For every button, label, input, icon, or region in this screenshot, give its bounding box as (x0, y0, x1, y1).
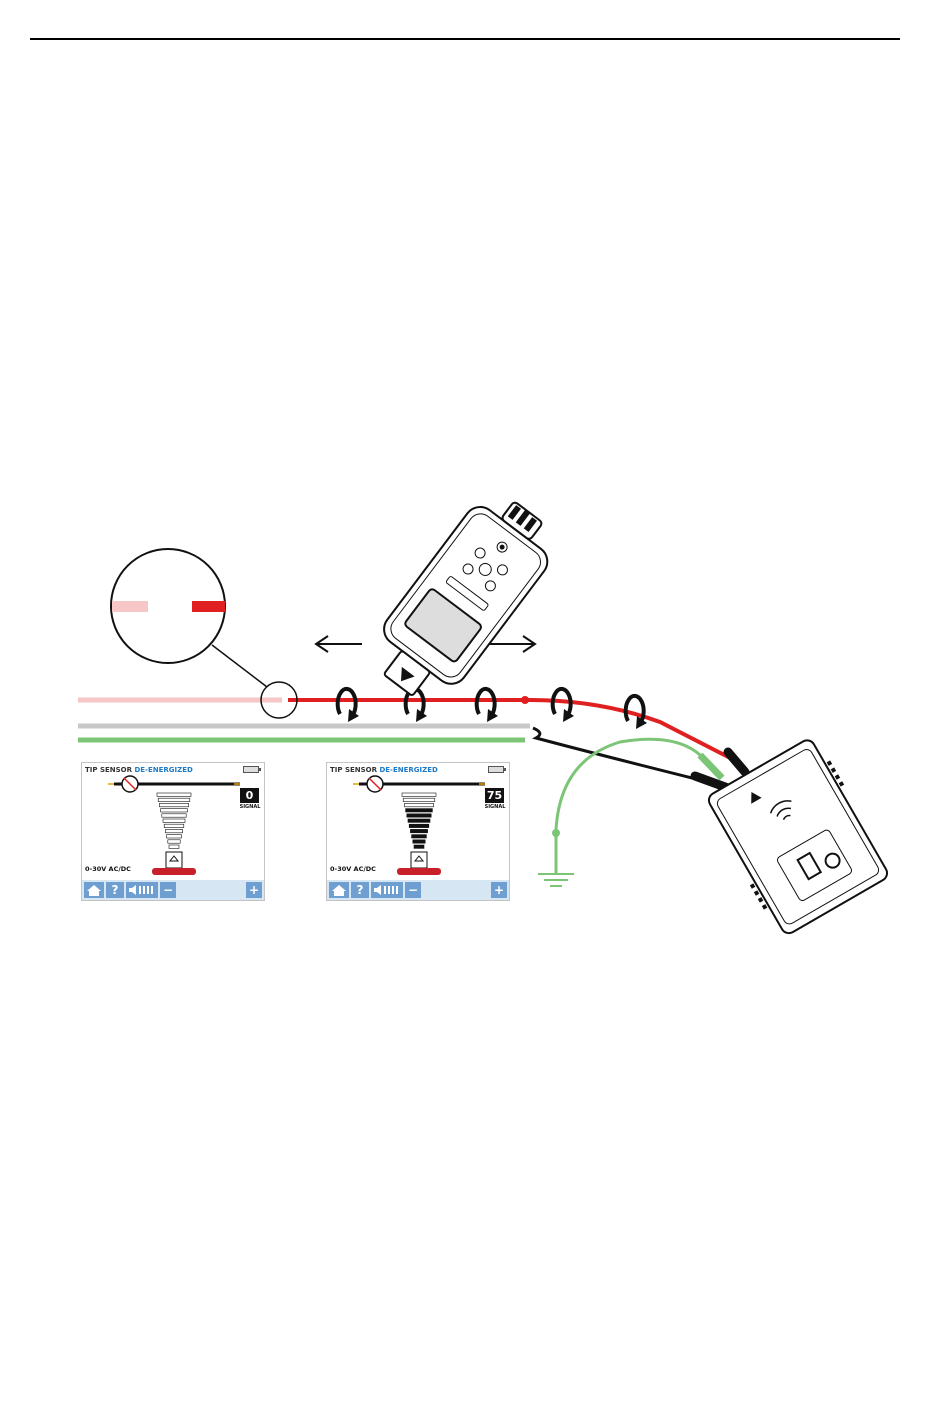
volume-button[interactable] (371, 882, 403, 898)
tracing-signal-markers (338, 689, 647, 729)
signal-bar (169, 845, 179, 848)
tracing-signal-icon (477, 689, 498, 722)
zoom-live-wire (192, 601, 225, 612)
home-button[interactable] (84, 882, 104, 898)
receiver-device (360, 483, 567, 714)
sensor-base (152, 868, 196, 875)
zoom-leader-line (212, 645, 267, 687)
transmitter-device (701, 734, 895, 939)
zoom-faded-wire (112, 601, 148, 612)
screen-toolbar: ? − + (327, 880, 509, 900)
screen-toolbar: ? − + (82, 880, 264, 900)
black-lead (533, 728, 700, 780)
tracing-signal-icon (553, 689, 574, 722)
home-button[interactable] (329, 882, 349, 898)
signal-bar (168, 840, 180, 843)
home-icon (329, 882, 349, 898)
plus-button[interactable]: + (246, 882, 262, 898)
ground-dot (552, 829, 560, 837)
minus-button[interactable]: − (405, 882, 421, 898)
signal-bar (159, 803, 188, 806)
ground-lead (556, 739, 712, 875)
receiver-screen-idle: TIP SENSOR DE-ENERGIZED 0 SIGNAL 0-30V A… (81, 762, 265, 901)
signal-bar (403, 798, 435, 801)
signal-cone (157, 793, 191, 848)
signal-bar (162, 814, 186, 817)
junction-dot (521, 696, 529, 704)
sensor-graphic (327, 763, 509, 880)
signal-bar (158, 798, 190, 801)
signal-bar (161, 809, 188, 812)
speaker-icon (371, 882, 403, 898)
voltage-range: 0-30V AC/DC (330, 865, 376, 873)
help-button[interactable]: ? (351, 882, 369, 898)
move-right-arrow-icon (488, 636, 535, 652)
signal-value: 75 (485, 788, 504, 803)
signal-cone (402, 793, 436, 848)
ground-symbol-icon (538, 862, 574, 886)
volume-button[interactable] (126, 882, 158, 898)
signal-bar (409, 824, 429, 827)
black-lead-clip (695, 776, 728, 788)
signal-bar (412, 835, 427, 838)
signal-bar (404, 803, 433, 806)
signal-bar (408, 819, 430, 822)
receiver-screen-signal: TIP SENSOR DE-ENERGIZED 75 SIGNAL 0-30V … (326, 762, 510, 901)
signal-label: SIGNAL (237, 804, 263, 810)
signal-bar (402, 793, 436, 796)
signal-bar (165, 829, 182, 832)
signal-bar (164, 824, 184, 827)
sensor-graphic (82, 763, 264, 880)
minus-button[interactable]: − (160, 882, 176, 898)
magnifier-callout (111, 549, 297, 718)
speaker-icon (126, 882, 158, 898)
tracing-signal-icon (338, 689, 359, 722)
signal-bar (167, 835, 182, 838)
red-lead-clip (728, 752, 745, 772)
move-left-arrow-icon (316, 636, 362, 652)
signal-bar (410, 829, 427, 832)
signal-bar (163, 819, 185, 822)
signal-bar (407, 814, 431, 817)
help-button[interactable]: ? (106, 882, 124, 898)
signal-value: 0 (240, 788, 259, 803)
signal-bar (413, 840, 425, 843)
sensor-base (397, 868, 441, 875)
plus-button[interactable]: + (491, 882, 507, 898)
signal-bar (157, 793, 191, 796)
signal-bar (406, 809, 433, 812)
signal-label: SIGNAL (482, 804, 508, 810)
voltage-range: 0-30V AC/DC (85, 865, 131, 873)
signal-bar (414, 845, 424, 848)
home-icon (84, 882, 104, 898)
